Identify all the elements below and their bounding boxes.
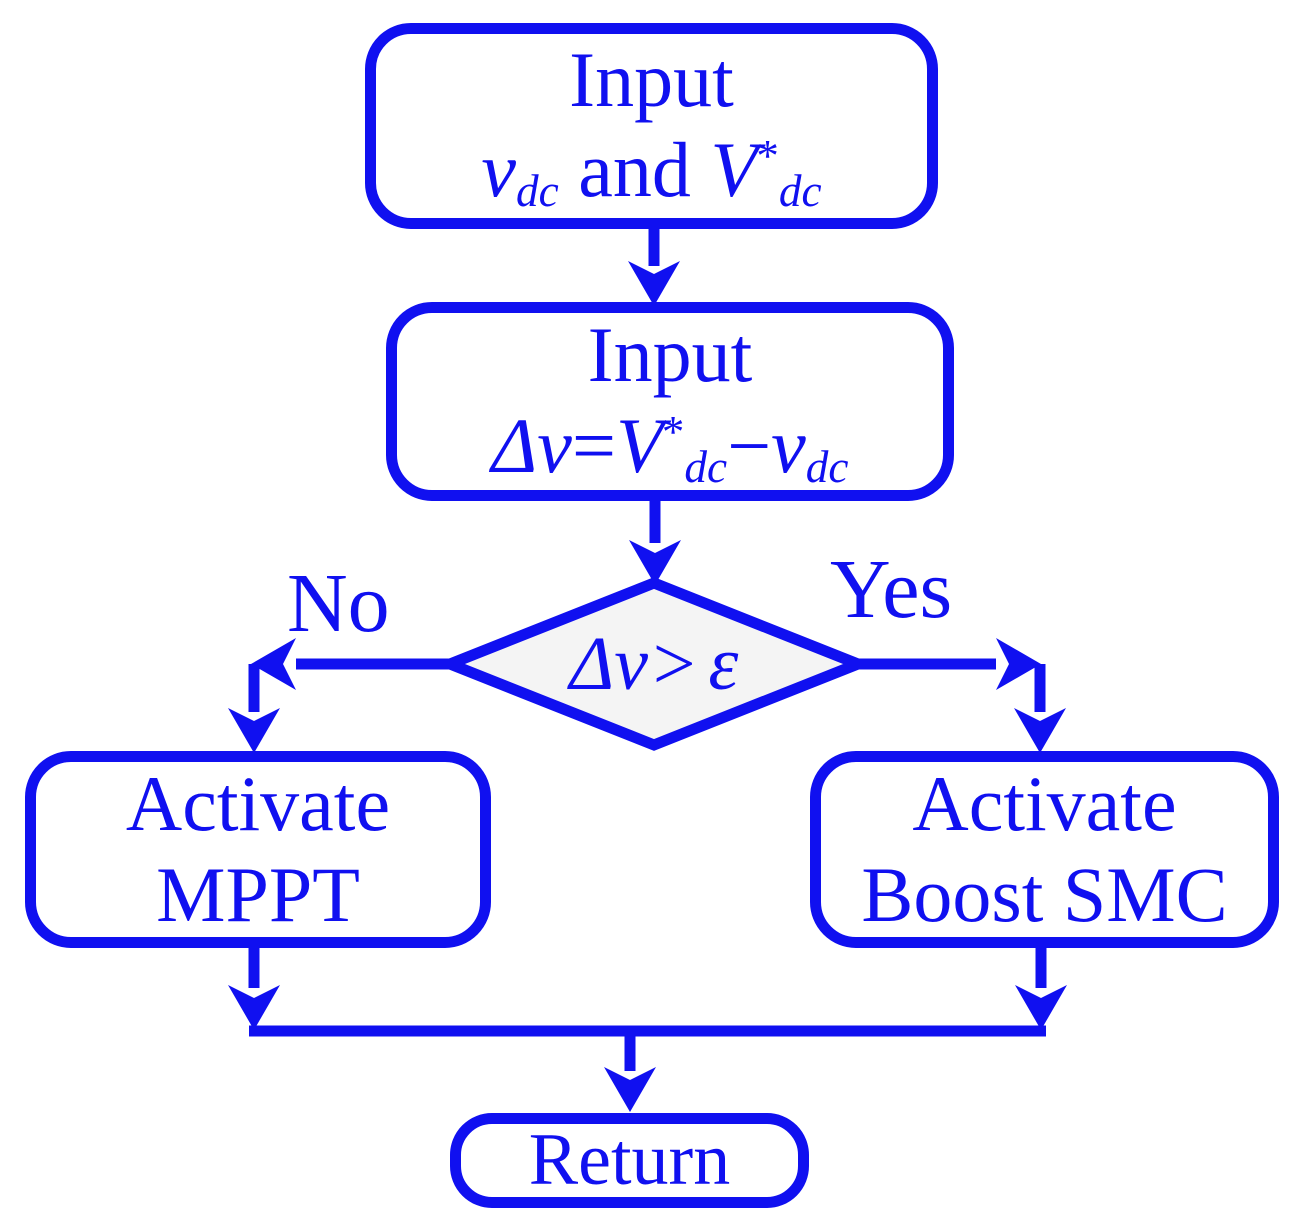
return-node: Return — [450, 1113, 809, 1208]
decision-diamond-shape — [435, 577, 873, 751]
arrow-input1-to-input2-head — [628, 261, 680, 306]
activate-boost-smc-node: Activate Boost SMC — [810, 751, 1279, 948]
input2-title: Input — [587, 311, 753, 399]
mppt-line1: Activate — [125, 760, 391, 848]
no-branch-label: No — [287, 557, 390, 650]
input2-expression: Δv=V*dc−vdc — [491, 401, 849, 492]
input-node-1: Input vdc and V*dc — [365, 23, 938, 229]
input-node-2: Input Δv=V*dc−vdc — [386, 302, 954, 501]
return-label: Return — [528, 1119, 731, 1202]
input1-title: Input — [569, 35, 734, 123]
smc-line2: Boost SMC — [861, 850, 1228, 938]
mppt-line2: MPPT — [156, 850, 360, 938]
smc-line1: Activate — [912, 760, 1177, 848]
arrow-no-left-head — [251, 638, 296, 690]
arrow-mppt-to-merge-head — [228, 985, 280, 1030]
decision-expression: Δv>ε — [569, 621, 739, 706]
input1-expression: vdc and V*dc — [481, 126, 822, 216]
arrow-yes-down-head — [1014, 708, 1066, 753]
arrow-smc-to-merge-head — [1015, 985, 1067, 1030]
activate-mppt-node: Activate MPPT — [25, 751, 491, 948]
arrow-input2-to-decision-head — [629, 540, 681, 585]
yes-branch-label: Yes — [830, 543, 953, 636]
arrow-yes-right-head — [996, 638, 1041, 690]
arrow-no-down-head — [228, 708, 280, 753]
arrow-merge-to-return-head — [604, 1067, 656, 1112]
